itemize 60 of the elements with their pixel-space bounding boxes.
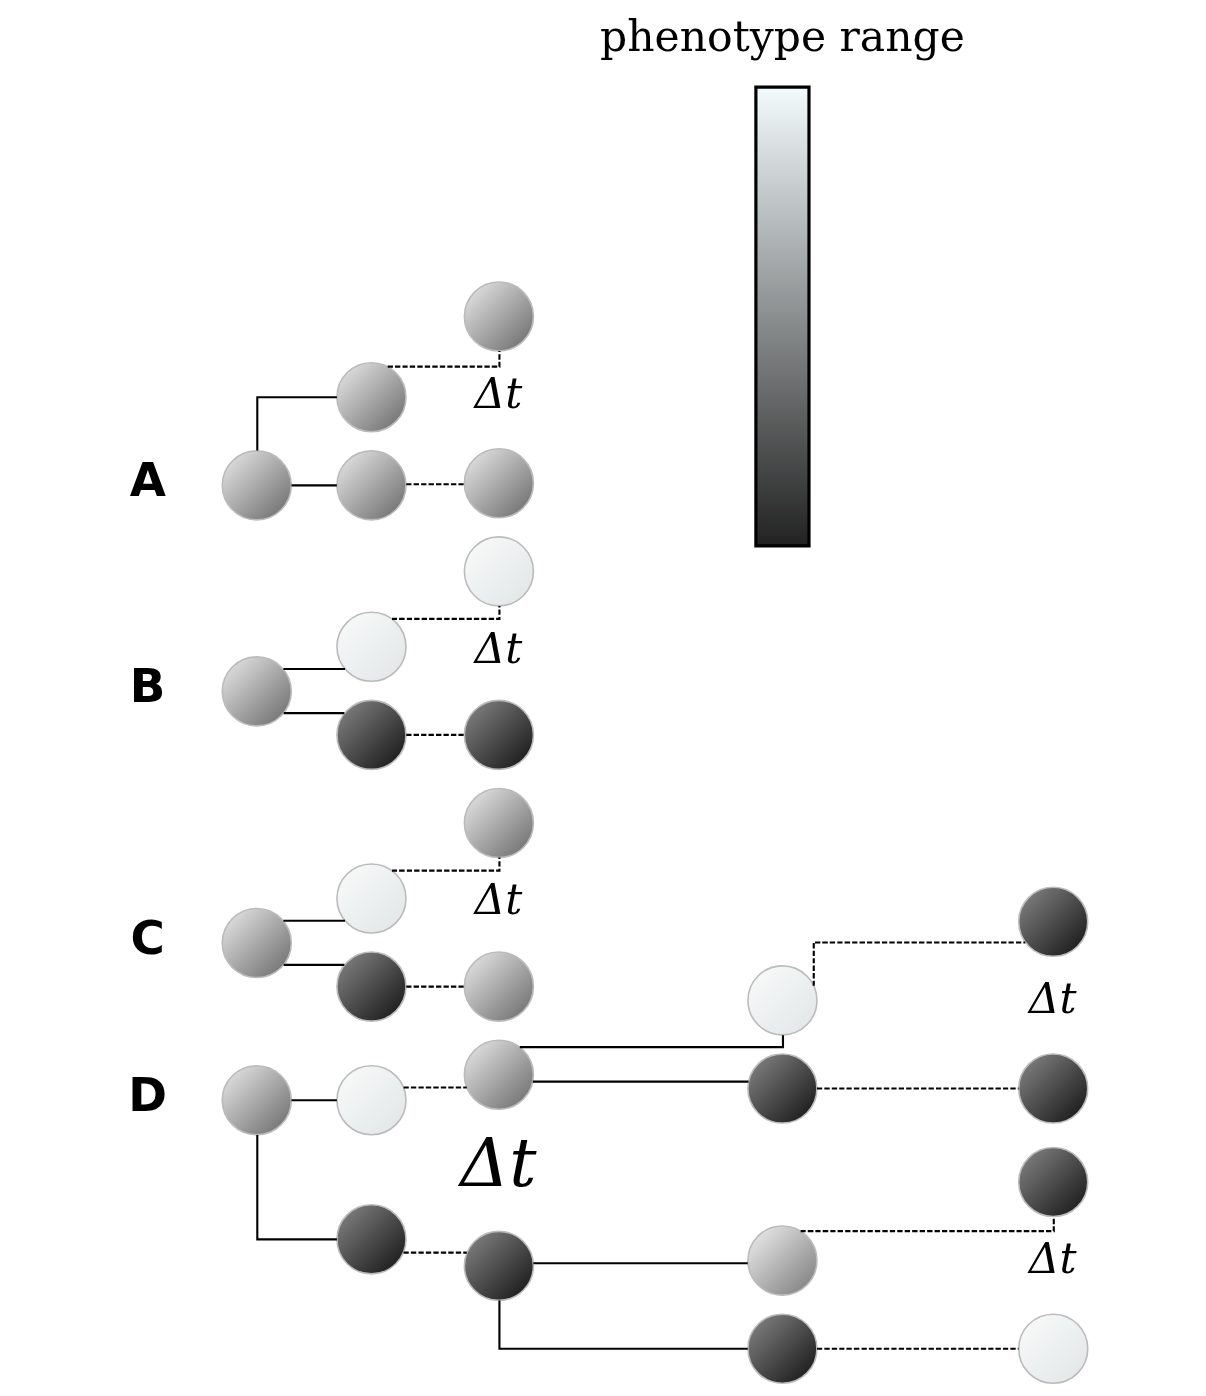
node-circle <box>220 450 292 521</box>
node-circle <box>463 699 534 771</box>
node-circle <box>1017 886 1089 958</box>
node-circle <box>463 536 534 607</box>
label: Δt <box>473 368 522 418</box>
node-circle <box>463 1230 534 1302</box>
connector <box>812 941 1025 986</box>
label: Δt <box>459 1123 537 1203</box>
connector <box>403 1086 467 1089</box>
node-circle <box>1017 1146 1089 1218</box>
node-circle <box>220 1064 292 1136</box>
node-circle <box>746 965 818 1036</box>
connector <box>405 483 464 486</box>
node-circle <box>746 1225 818 1296</box>
label: Δt <box>1028 974 1077 1024</box>
node-circle <box>463 281 534 352</box>
node-label: phenotype range <box>599 12 965 61</box>
label: A <box>129 453 166 508</box>
node-circle <box>335 611 407 683</box>
connector <box>283 712 344 715</box>
connector <box>497 1300 748 1350</box>
node-circle <box>335 1064 407 1136</box>
connector <box>283 963 344 966</box>
node-circle <box>463 787 534 859</box>
node-circle <box>746 1053 818 1124</box>
node-circle <box>463 1039 534 1111</box>
node-bar <box>753 85 811 548</box>
node-circle <box>335 863 407 934</box>
connector <box>403 1251 467 1254</box>
node-circle <box>335 450 407 521</box>
node-circle <box>746 1313 818 1385</box>
label: B <box>129 659 165 714</box>
node-circle <box>1017 1313 1089 1385</box>
label: D <box>127 1068 167 1123</box>
connector <box>816 1087 1018 1090</box>
label: Δt <box>473 875 522 925</box>
label: Δt <box>473 623 522 673</box>
connector <box>532 1080 748 1083</box>
node-circle <box>220 907 292 979</box>
node-circle <box>220 656 292 727</box>
node-circle <box>335 1204 407 1275</box>
node-circle <box>1017 1053 1089 1124</box>
label: C <box>129 910 165 965</box>
node-circle <box>463 447 534 519</box>
connector <box>255 396 337 451</box>
connector <box>255 1134 337 1241</box>
connector <box>282 919 345 922</box>
node-circle <box>335 361 407 433</box>
connector <box>291 1099 337 1102</box>
connector <box>282 668 345 671</box>
connector <box>405 985 464 988</box>
node-circle <box>463 951 534 1022</box>
connector <box>816 1347 1018 1350</box>
connector <box>405 733 464 736</box>
connector <box>519 1035 784 1049</box>
node-circle <box>335 699 407 771</box>
connector <box>532 1262 748 1265</box>
connector <box>291 484 337 487</box>
node-circle <box>335 951 407 1022</box>
label: Δt <box>1028 1234 1077 1284</box>
